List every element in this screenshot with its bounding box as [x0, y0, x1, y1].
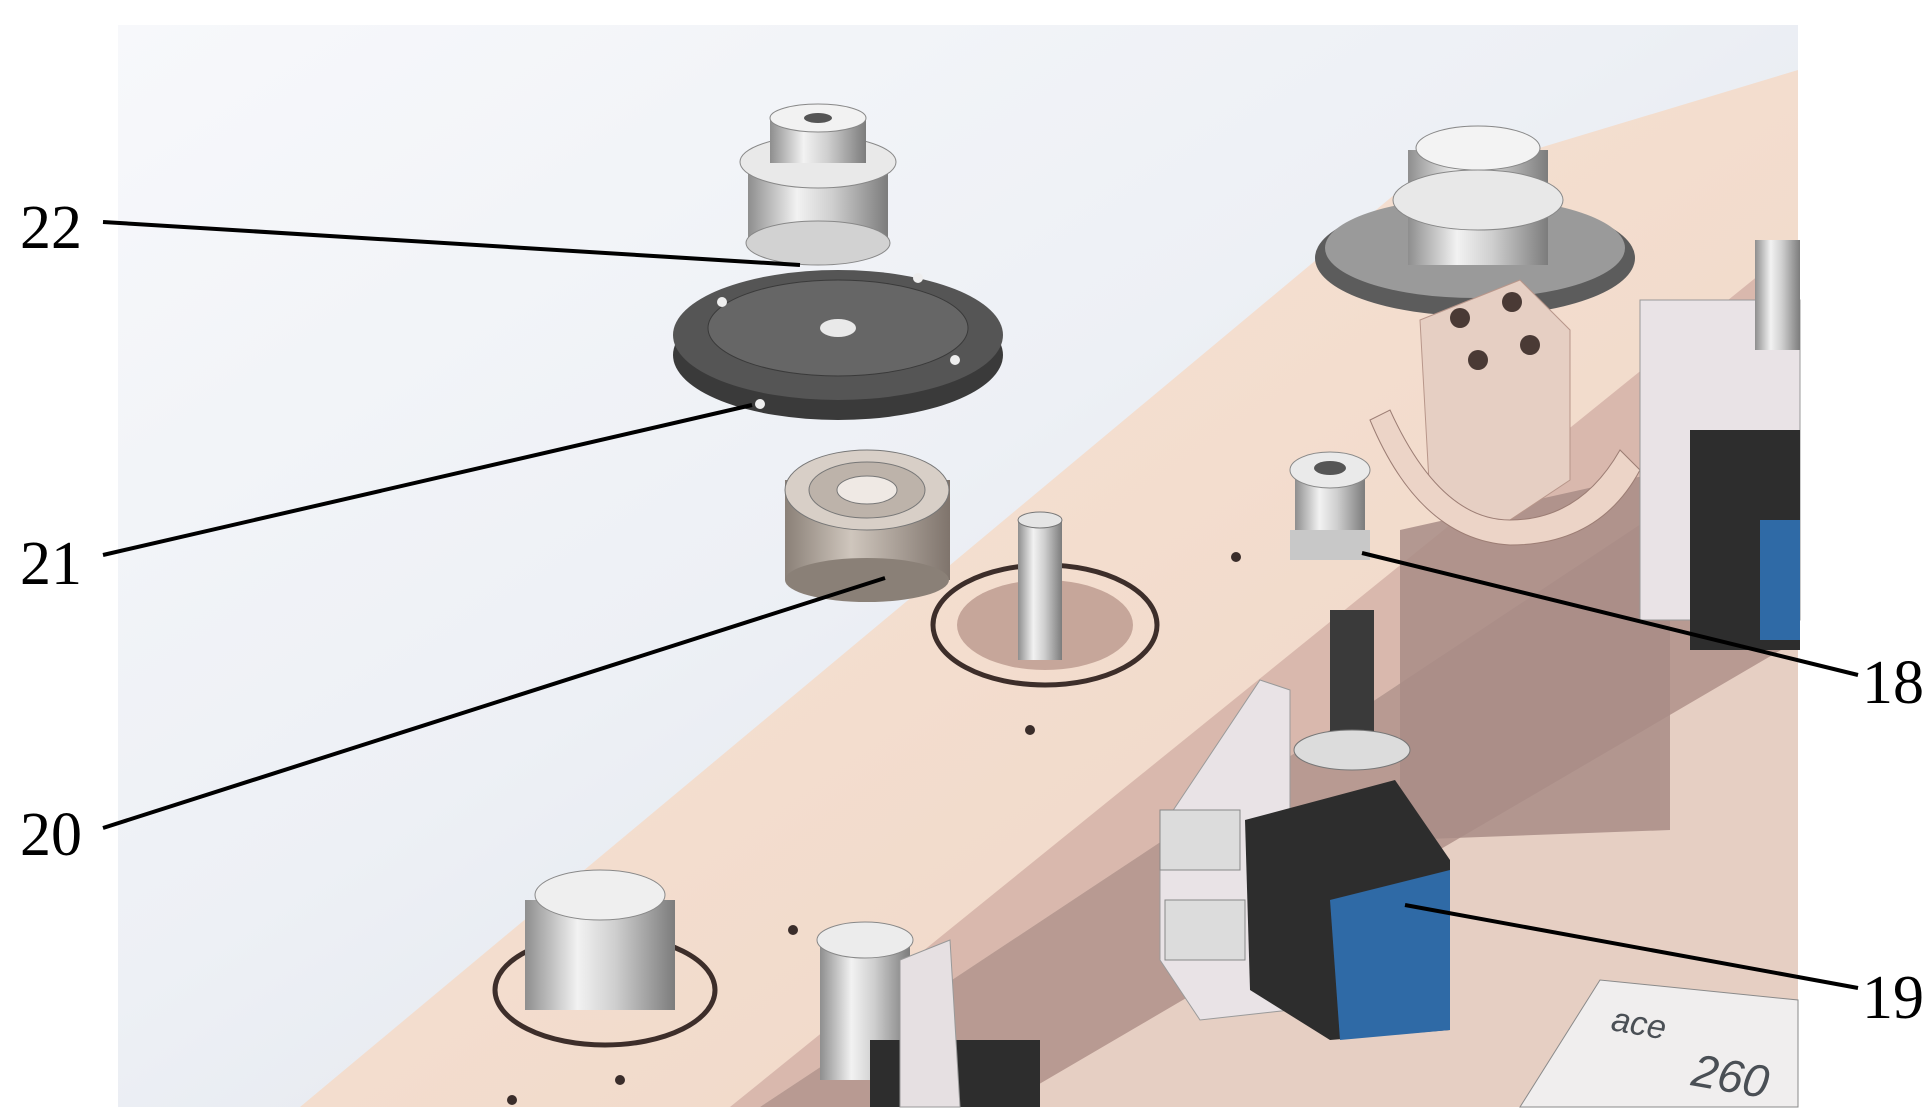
support-column — [1400, 470, 1670, 840]
top-pulley-rim — [1392, 169, 1564, 231]
top-pulley-cap — [1415, 125, 1541, 171]
servo-horn — [1293, 729, 1411, 771]
leader-line-20 — [102, 576, 886, 830]
part-21-bolt-hole — [755, 399, 765, 409]
bottom-bushing-top — [816, 921, 914, 959]
damper-brand-text: ace — [1609, 1000, 1670, 1047]
damper-block — [1519, 979, 1799, 1108]
part-20-bearing-bore — [836, 475, 898, 505]
bottom-pulley-cap — [534, 869, 666, 921]
shaft — [1018, 520, 1062, 660]
servo-mount-tab — [1159, 809, 1241, 871]
part-21-bolt-hole — [913, 273, 923, 283]
part-22-bore — [804, 113, 832, 123]
block-hole — [1520, 335, 1540, 355]
servo-mount-tab — [1164, 899, 1246, 961]
part-21-bolt-hole — [950, 355, 960, 365]
part-21-center-hole — [820, 319, 856, 337]
block-hole — [1468, 350, 1488, 370]
part-21-bolt-hole — [717, 297, 727, 307]
plate-hole — [1025, 725, 1035, 735]
block-hole — [1502, 292, 1522, 312]
bushing-18-flange — [1290, 530, 1370, 560]
callout-18: 18 — [1862, 649, 1924, 717]
callout-22: 22 — [20, 194, 82, 262]
callout-20: 20 — [20, 801, 82, 869]
leader-line-18 — [1361, 551, 1859, 677]
servo-blue-right — [1760, 520, 1800, 640]
callout-21: 21 — [20, 530, 82, 598]
servo-blue-panel — [1330, 870, 1450, 1040]
block-hole — [1450, 308, 1470, 328]
plate-hole — [507, 1095, 517, 1105]
bottom-bracket — [899, 939, 961, 1108]
plate-hole — [1231, 552, 1241, 562]
part-20-bearing-bottom — [785, 558, 949, 602]
plate-hole — [615, 1075, 625, 1085]
callout-19: 19 — [1862, 964, 1924, 1032]
leader-line-22 — [102, 220, 801, 267]
part-22-base — [745, 220, 891, 266]
servo-shaft-right — [1755, 240, 1800, 350]
leader-line-21 — [102, 403, 753, 557]
plate-hole — [788, 925, 798, 935]
shaft-top — [1017, 511, 1063, 529]
bushing-18-bore — [1314, 461, 1346, 475]
leader-line-19 — [1404, 903, 1859, 990]
